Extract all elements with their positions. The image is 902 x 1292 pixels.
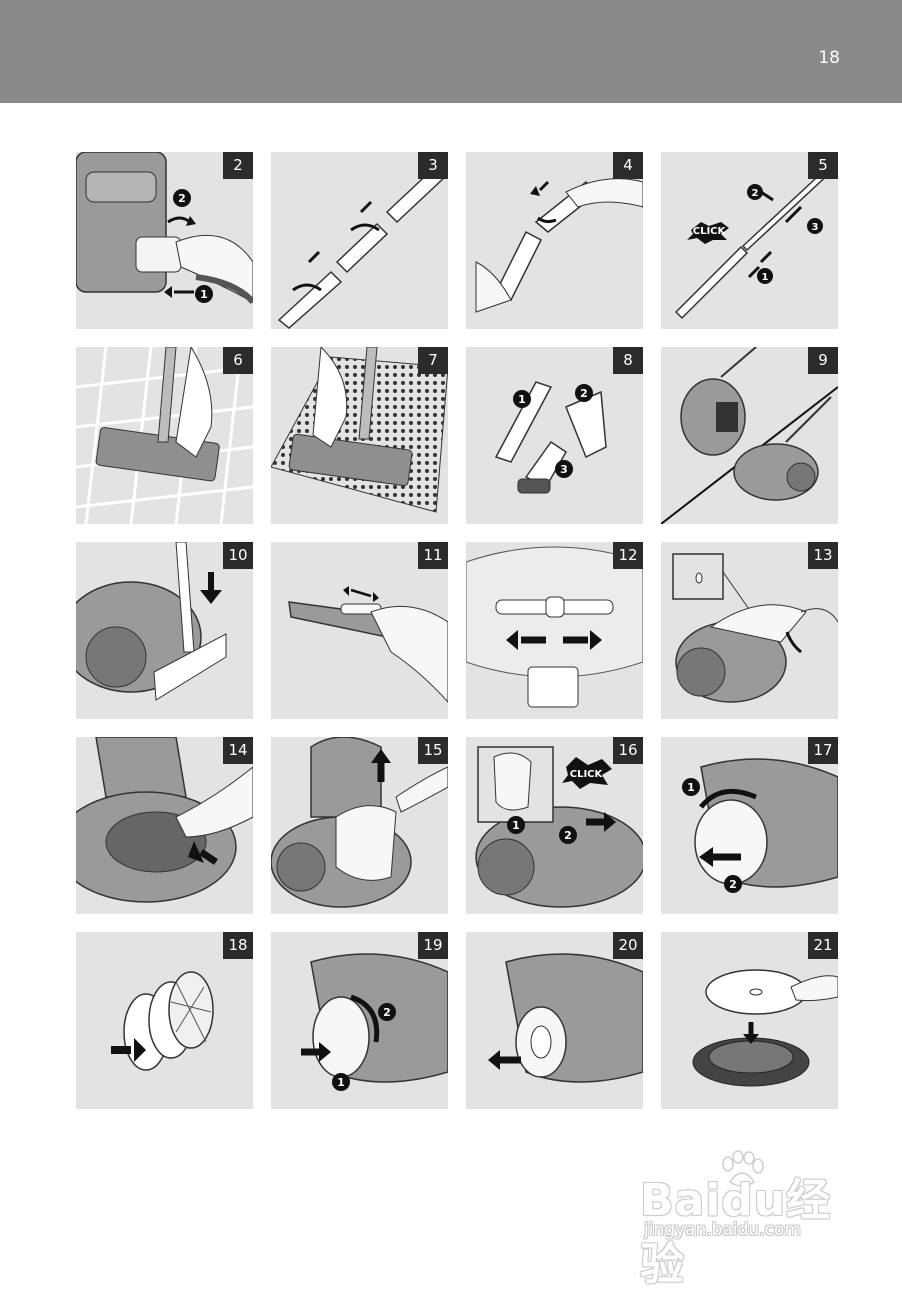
illustration-accessories: 1 2 3 [494, 381, 607, 494]
step-panel-11: 11 [271, 542, 448, 719]
illustration-tube-assembly [277, 164, 448, 329]
marker-1: 1 [337, 1076, 345, 1089]
click-callout: CLICK [570, 769, 604, 780]
step-number-badge: 11 [418, 542, 448, 569]
click-callout: CLICK [693, 226, 727, 237]
step-panel-20: 20 [466, 932, 643, 1109]
step-number-badge: 6 [223, 347, 253, 374]
illustration-remove-bag [271, 737, 448, 908]
illustration-hard-floor [76, 347, 253, 524]
step-panel-16: CLICK 1 2 16 [466, 737, 643, 914]
page-header-bar: 18 [0, 0, 902, 103]
step-number-badge: 2 [223, 152, 253, 179]
illustration-slide-control [288, 586, 448, 703]
step-number-badge: 3 [418, 152, 448, 179]
watermark-url: jingyan.baidu.com [644, 1220, 801, 1240]
step-panel-4: 4 [466, 152, 643, 329]
marker-1: 1 [687, 781, 695, 794]
marker-2: 2 [729, 878, 737, 891]
marker-2: 2 [580, 387, 588, 400]
marker-1: 1 [512, 819, 520, 832]
illustration-filter-parts [111, 971, 214, 1071]
illustration-filter-cover-close: 2 1 [301, 953, 448, 1091]
illustration-bag-compartment [76, 737, 253, 903]
step-panel-19: 2 1 19 [271, 932, 448, 1109]
illustration-insert-bag: CLICK 1 2 [475, 746, 643, 908]
step-panel-17: 1 2 17 [661, 737, 838, 914]
step-panel-10: 10 [76, 542, 253, 719]
step-panel-14: 14 [76, 737, 253, 914]
illustration-exhaust-filter [488, 953, 643, 1083]
illustration-carpet [271, 347, 448, 513]
step-number-badge: 14 [223, 737, 253, 764]
marker-2: 2 [383, 1006, 391, 1019]
illustration-hose-connect: 2 1 [76, 152, 253, 305]
step-number-badge: 7 [418, 347, 448, 374]
step-panel-6: 6 [76, 347, 253, 524]
marker-1: 1 [762, 272, 769, 283]
step-number-badge: 16 [613, 737, 643, 764]
step-panel-2: 2 1 2 [76, 152, 253, 329]
paw-icon [722, 1150, 764, 1187]
step-panel-5: CLICK 2 3 1 5 [661, 152, 838, 329]
step-number-badge: 13 [808, 542, 838, 569]
illustration-filter-reassembly [692, 969, 838, 1087]
illustration-suction-slider [466, 546, 643, 708]
step-number-badge: 21 [808, 932, 838, 959]
step-number-badge: 10 [223, 542, 253, 569]
marker-3: 3 [812, 222, 819, 233]
step-number-badge: 9 [808, 347, 838, 374]
step-panel-7: 7 [271, 347, 448, 524]
step-panel-18: 18 [76, 932, 253, 1109]
baidu-watermark: Baidu经验 jingyan.baidu.com [640, 1150, 850, 1290]
marker-1: 1 [200, 288, 208, 301]
step-panel-21: 21 [661, 932, 838, 1109]
page-number: 18 [818, 48, 840, 68]
step-number-badge: 8 [613, 347, 643, 374]
step-panel-8: 1 2 3 8 [466, 347, 643, 524]
step-number-badge: 20 [613, 932, 643, 959]
step-panel-15: 15 [271, 737, 448, 914]
step-number-badge: 17 [808, 737, 838, 764]
step-panel-13: 13 [661, 542, 838, 719]
step-panel-12: 12 [466, 542, 643, 719]
step-number-badge: 12 [613, 542, 643, 569]
marker-2: 2 [752, 188, 759, 199]
step-number-badge: 5 [808, 152, 838, 179]
marker-3: 3 [560, 463, 568, 476]
illustration-filter-cover-open: 1 2 [682, 758, 838, 893]
marker-2: 2 [178, 192, 186, 205]
step-panel-3: 3 [271, 152, 448, 329]
illustration-open-cover [672, 553, 838, 703]
step-number-badge: 18 [223, 932, 253, 959]
marker-1: 1 [518, 393, 526, 406]
step-number-badge: 4 [613, 152, 643, 179]
illustration-carry-vacuum [661, 347, 838, 524]
marker-2: 2 [564, 829, 572, 842]
step-panel-9: 9 [661, 347, 838, 524]
step-number-badge: 19 [418, 932, 448, 959]
step-number-badge: 15 [418, 737, 448, 764]
illustration-hose-to-tube [475, 178, 643, 313]
illustration-telescopic-tube: CLICK 2 3 1 [674, 164, 835, 320]
illustration-park-nozzle [76, 542, 227, 701]
